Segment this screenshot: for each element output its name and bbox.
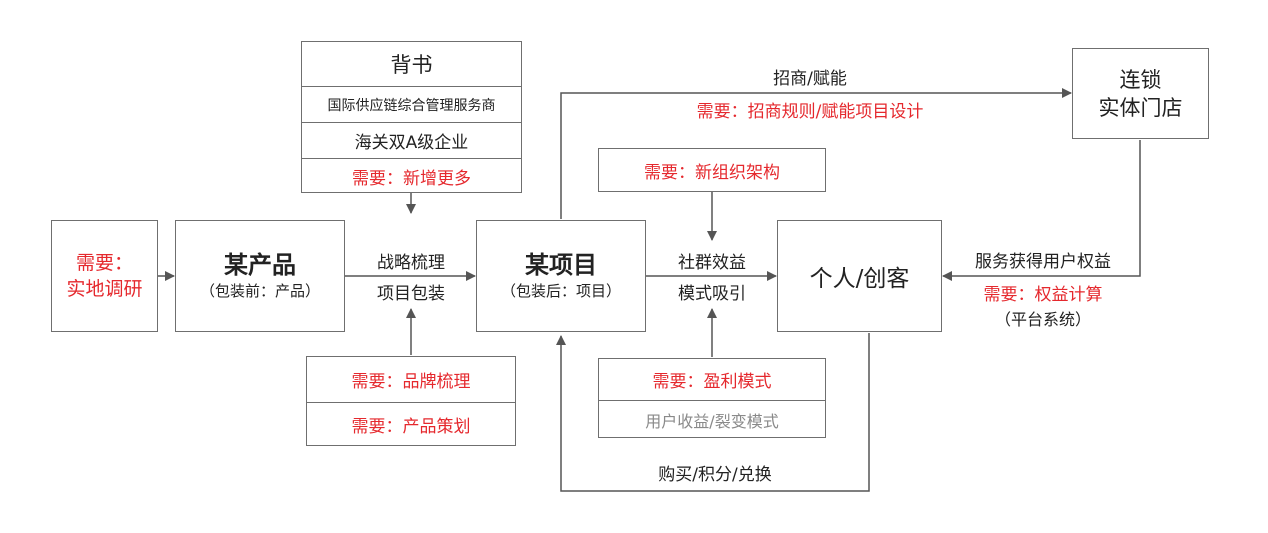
arrow-chain-store-to-person: [942, 140, 1141, 281]
service-label: 服务获得用户权益: [975, 252, 1111, 272]
community-line1: 社群效益: [678, 253, 746, 273]
service-need: 需要：权益计算: [983, 285, 1103, 305]
chain-store-line2: 实体门店: [1098, 95, 1183, 120]
endorsement-item-1: 国际供应链综合管理服务商: [302, 86, 521, 122]
person-title: 个人/创客: [809, 266, 910, 292]
strategy-line1: 战略梳理: [377, 253, 445, 273]
research-line2: 实地调研: [66, 278, 143, 300]
project-title: 某项目: [525, 251, 597, 279]
endorsement-title: 背书: [390, 53, 433, 77]
endorsement-box: 背书 国际供应链综合管理服务商 海关双A级企业 需要：新增更多: [301, 41, 522, 193]
endorsement-item-2: 海关双A级企业: [302, 122, 521, 158]
organization-need: 需要：新组织架构: [644, 162, 780, 183]
profit-need: 需要：盈利模式: [652, 372, 772, 392]
profit-box: 需要：盈利模式 用户收益/裂变模式: [598, 358, 826, 438]
project-subtitle: （包装后：项目）: [500, 282, 621, 300]
research-box: 需要： 实地调研: [51, 220, 158, 332]
brand-need-1: 需要：品牌梳理: [351, 372, 471, 392]
community-line2: 模式吸引: [678, 284, 746, 304]
endorsement-need: 需要：新增更多: [302, 158, 521, 193]
product-title: 某产品: [224, 251, 296, 279]
brand-need-2: 需要：产品策划: [307, 402, 515, 446]
product-box: 某产品 （包装前：产品）: [175, 220, 345, 332]
chain-store-box: 连锁 实体门店: [1072, 48, 1209, 139]
profit-item: 用户收益/裂变模式: [599, 400, 825, 438]
service-note: （平台系统）: [994, 310, 1091, 329]
arrow-person-to-project: [556, 333, 870, 492]
research-line1: 需要：: [75, 252, 133, 274]
bottom-flow-label: 购买/积分/兑换: [658, 465, 772, 485]
brand-box: 需要：品牌梳理 需要：产品策划: [306, 356, 516, 446]
strategy-line2: 项目包装: [377, 284, 445, 304]
arrow-project-to-chain-store: [560, 88, 1072, 219]
person-box: 个人/创客: [777, 220, 942, 332]
chain-store-line1: 连锁: [1119, 67, 1162, 92]
top-flow-label: 招商/赋能: [773, 69, 847, 89]
top-flow-need: 需要：招商规则/赋能项目设计: [696, 102, 924, 122]
project-box: 某项目 （包装后：项目）: [476, 220, 646, 332]
organization-box: 需要：新组织架构: [598, 148, 826, 192]
product-subtitle: （包装前：产品）: [199, 282, 320, 300]
